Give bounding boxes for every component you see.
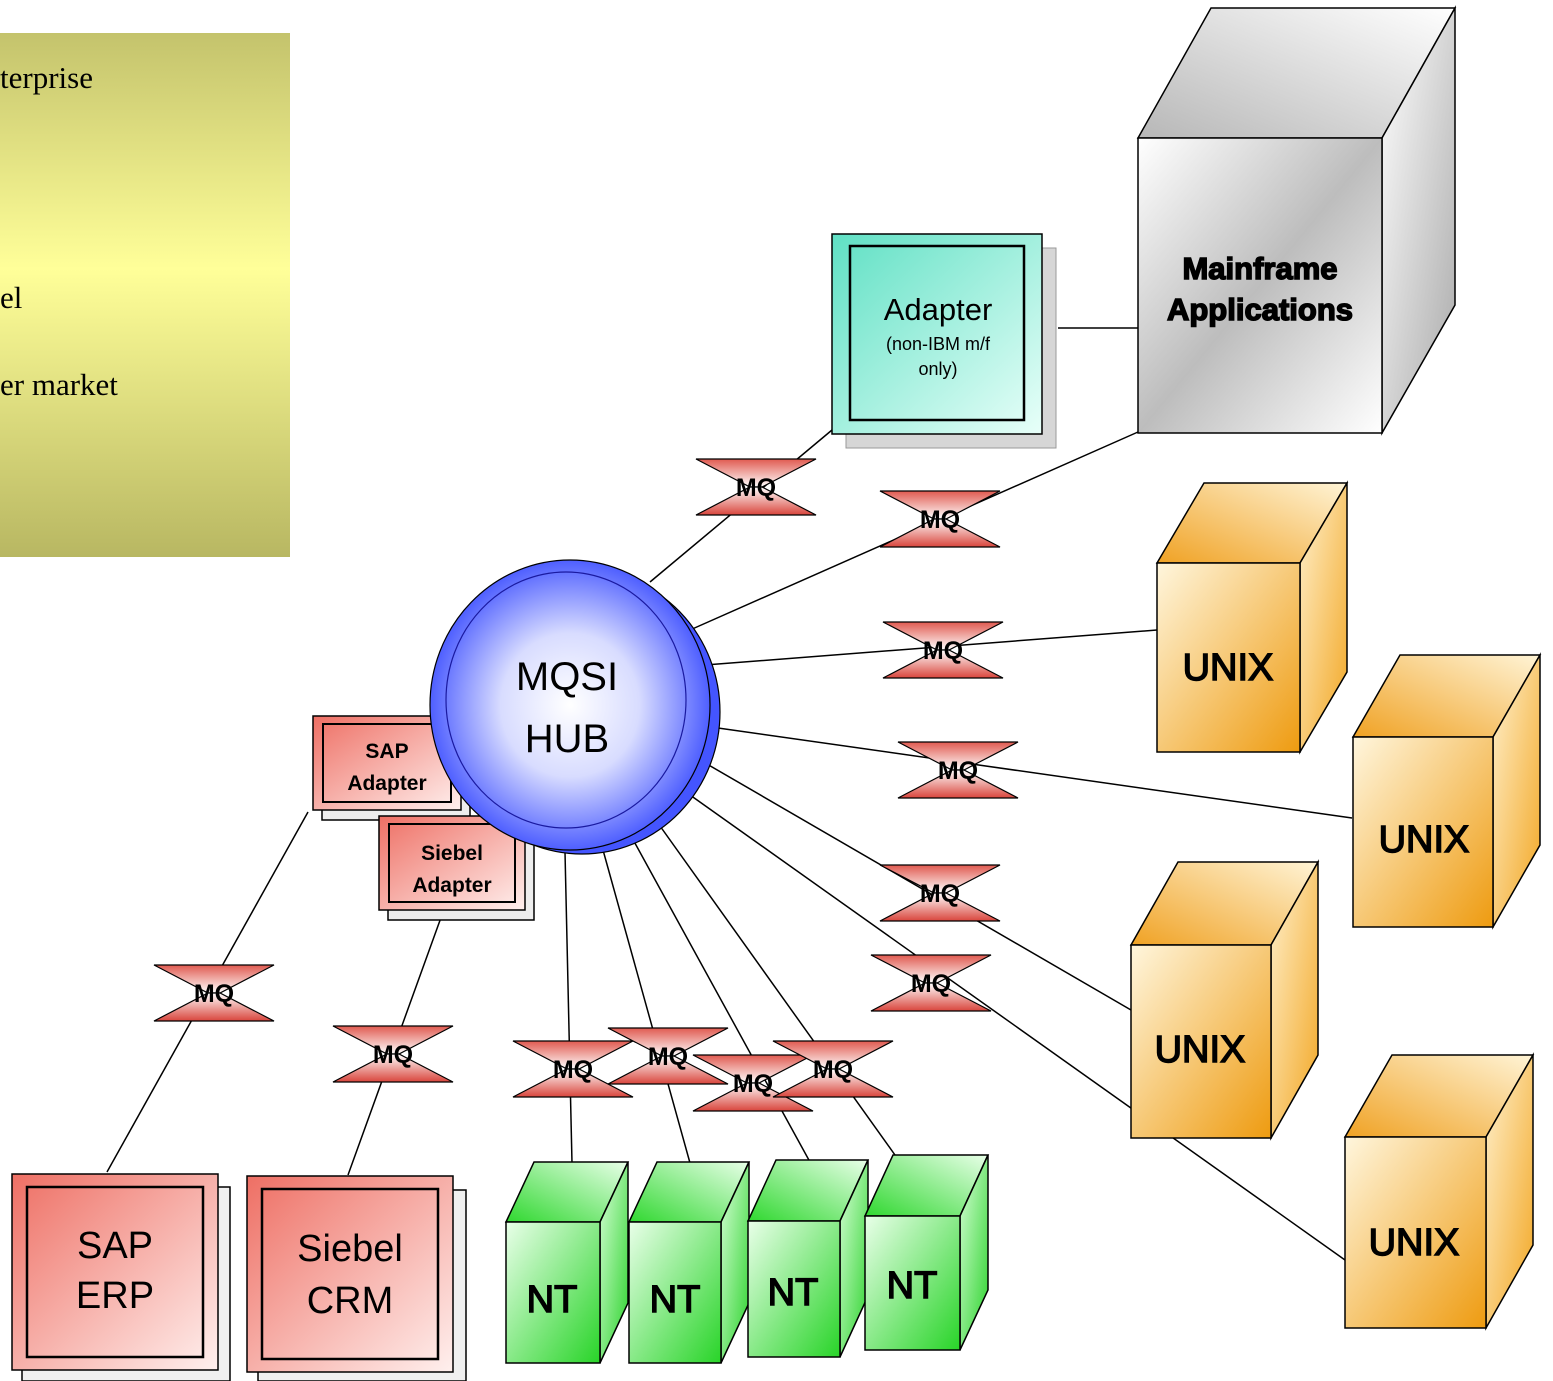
mq-label: MQ <box>920 506 960 534</box>
adapter-sub-1: (non-IBM m/f <box>886 334 991 354</box>
unix-box-4[interactable]: UNIX <box>1343 1052 1535 1331</box>
mq-marker-12[interactable]: MQ <box>772 1040 894 1098</box>
mq-label: MQ <box>938 757 978 785</box>
connector-hub-unix-3 <box>699 759 1132 1011</box>
unix-label-3: UNIX <box>1155 1029 1246 1071</box>
siebel-crm-label-1: Siebel <box>297 1228 403 1270</box>
siebel-crm-box[interactable]: Siebel CRM <box>246 1175 467 1381</box>
hub-label-1: MQSI <box>516 655 618 699</box>
mq-marker-5[interactable]: MQ <box>879 864 1001 922</box>
note-line-1: terprise <box>0 60 93 95</box>
hub-label-2: HUB <box>525 717 609 761</box>
mq-marker-3[interactable]: MQ <box>882 621 1004 679</box>
connector-hub-nt-2 <box>602 849 691 1164</box>
mq-marker-8[interactable]: MQ <box>332 1025 454 1083</box>
mq-label: MQ <box>733 1070 773 1098</box>
mq-label: MQ <box>648 1043 688 1071</box>
siebel-adapter-label-1: Siebel <box>421 842 483 865</box>
mainframe-label-1: Mainframe <box>1182 251 1337 286</box>
mq-marker-2[interactable]: MQ <box>879 490 1001 548</box>
sap-erp-box[interactable]: SAP ERP <box>11 1173 231 1381</box>
nt-label-4: NT <box>887 1265 938 1307</box>
mq-label: MQ <box>920 880 960 908</box>
siebel-crm-label-2: CRM <box>307 1280 394 1322</box>
mq-marker-10[interactable]: MQ <box>607 1027 729 1085</box>
note-box: terprise el er market <box>0 33 290 557</box>
mq-label: MQ <box>553 1056 593 1084</box>
adapter-title: Adapter <box>884 292 993 327</box>
nt-label-1: NT <box>527 1279 578 1321</box>
mq-label: MQ <box>373 1041 413 1069</box>
unix-label-4: UNIX <box>1369 1222 1460 1264</box>
nt-box-3[interactable]: NT <box>746 1159 870 1358</box>
nt-label-3: NT <box>768 1272 819 1314</box>
nt-box-1[interactable]: NT <box>504 1161 630 1364</box>
mq-marker-11[interactable]: MQ <box>692 1054 814 1112</box>
unix-label-1: UNIX <box>1183 647 1274 689</box>
mqsi-hub[interactable]: MQSI HUB <box>429 559 721 855</box>
mq-marker-1[interactable]: MQ <box>695 458 817 516</box>
sap-erp-label-2: ERP <box>76 1275 154 1317</box>
unix-box-2[interactable]: UNIX <box>1351 652 1542 930</box>
mq-label: MQ <box>911 970 951 998</box>
mq-label: MQ <box>736 474 776 502</box>
note-line-2: el <box>0 280 22 315</box>
sap-adapter-label-1: SAP <box>365 740 408 763</box>
connector-hub-unix-2 <box>717 727 1353 819</box>
nt-box-4[interactable]: NT <box>863 1154 990 1351</box>
nt-label-2: NT <box>650 1279 701 1321</box>
mq-label: MQ <box>923 637 963 665</box>
unix-box-3[interactable]: UNIX <box>1129 859 1320 1141</box>
mq-markers: MQ MQ MQ MQ MQ MQ MQ MQ MQ MQ MQ MQ <box>153 458 1019 1112</box>
sap-adapter-label-2: Adapter <box>347 772 426 795</box>
mq-label: MQ <box>194 980 234 1008</box>
mq-marker-9[interactable]: MQ <box>512 1040 634 1098</box>
connector-hub-nt-1 <box>564 851 573 1164</box>
unix-box-1[interactable]: UNIX <box>1155 480 1349 755</box>
adapter-sub-2: only) <box>918 359 957 379</box>
unix-label-2: UNIX <box>1379 819 1470 861</box>
mq-marker-7[interactable]: MQ <box>153 964 275 1022</box>
note-line-3: er market <box>0 367 118 402</box>
siebel-adapter-label-2: Adapter <box>412 874 491 897</box>
mainframe-box[interactable]: Mainframe Applications <box>1136 5 1457 436</box>
siebel-adapter-box[interactable]: Siebel Adapter <box>378 815 535 921</box>
mq-marker-6[interactable]: MQ <box>870 954 992 1012</box>
nt-box-2[interactable]: NT <box>627 1161 751 1364</box>
mq-marker-4[interactable]: MQ <box>897 741 1019 799</box>
adapter-box[interactable]: Adapter (non-IBM m/f only) <box>831 233 1057 449</box>
sap-erp-label-1: SAP <box>77 1225 153 1267</box>
mainframe-label-2: Applications <box>1167 292 1353 327</box>
connector-hub-nt-4 <box>649 811 896 1156</box>
mq-label: MQ <box>813 1056 853 1084</box>
connector-hub-unix-4 <box>682 789 1346 1261</box>
